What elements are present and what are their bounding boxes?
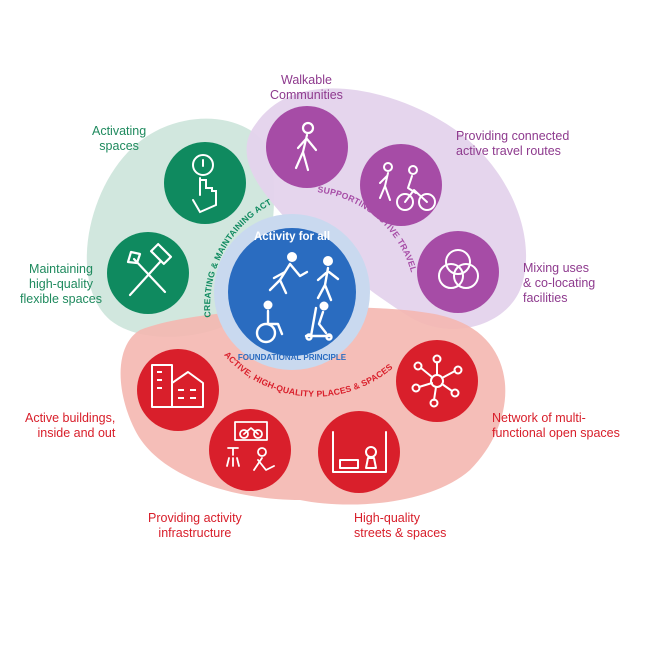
hammer-wrench-icon: [126, 243, 172, 297]
walking-person-icon: [294, 121, 318, 172]
streets-spaces-node: [318, 411, 400, 493]
label-active-buildings: Active buildings,inside and out: [25, 411, 116, 440]
center-subtitle: FOUNDATIONAL PRINCIPLE: [238, 353, 347, 362]
touch-power-icon: [192, 154, 217, 214]
center-circle: [228, 228, 356, 356]
mixing-uses-node: [417, 231, 499, 313]
network-spaces-node: [396, 340, 478, 422]
street-planters-icon: [332, 431, 387, 473]
active-travel-routes-node: [360, 144, 442, 226]
venn-circles-icon: [438, 249, 479, 289]
maintaining-spaces-node: [107, 232, 189, 314]
cyclists-icon: [379, 162, 436, 211]
infrastructure-node: [209, 409, 291, 491]
activating-spaces-node: [164, 142, 246, 224]
bike-shower-icon: [226, 421, 275, 471]
walkable-communities-node: [266, 106, 348, 188]
buildings-node: [137, 349, 219, 431]
active-people-icon: [255, 252, 340, 344]
center-title: Activity for all: [254, 231, 330, 243]
network-nodes-icon: [411, 354, 463, 408]
buildings-icon: [151, 364, 204, 408]
label-network-open-spaces: Network of multi-functional open spaces: [492, 411, 620, 440]
